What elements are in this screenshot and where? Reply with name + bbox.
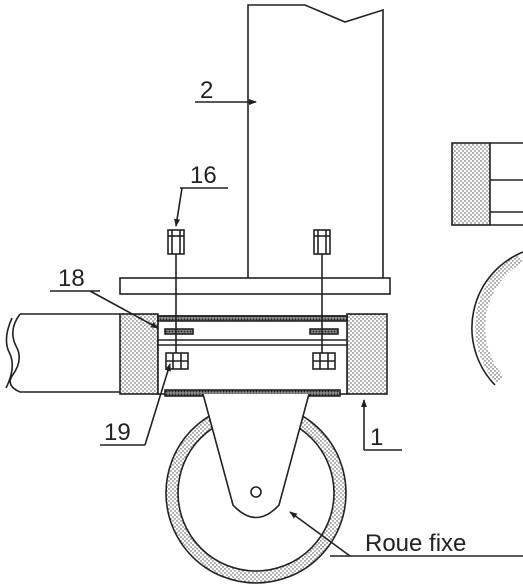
base-plate [119, 277, 391, 295]
washer-left [164, 328, 194, 335]
right-frame-block [346, 313, 388, 395]
fixed-wheel [165, 393, 347, 584]
label-bolt: 16 [190, 162, 217, 189]
left-frame-tube [5, 313, 159, 395]
leader-1 [361, 399, 402, 451]
nut-left [165, 352, 189, 370]
leader-19 [100, 363, 171, 446]
label-nut: 19 [104, 419, 131, 446]
washer-right [309, 328, 339, 335]
vertical-post [247, 4, 384, 278]
label-wheel: Roue fixe [365, 530, 466, 557]
leader-wheel [289, 511, 523, 557]
nut-right [312, 352, 336, 370]
bolt-right [313, 229, 331, 360]
bolt-left [167, 229, 185, 360]
leader-18 [50, 290, 159, 329]
partial-assembly-right [451, 142, 523, 386]
label-post: 2 [200, 77, 213, 104]
label-frame: 1 [370, 424, 383, 451]
label-washer: 18 [58, 265, 85, 292]
leader-16 [174, 187, 228, 227]
